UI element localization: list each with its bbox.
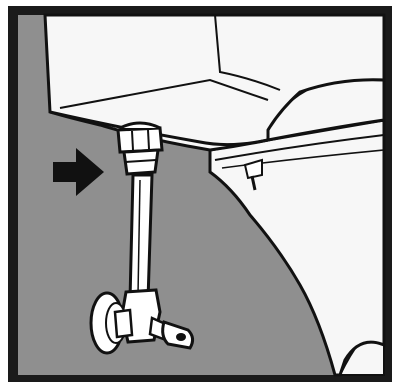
supply-tube	[130, 175, 152, 300]
nut-facet	[132, 131, 133, 150]
valve-inlet-nut	[115, 310, 132, 337]
coupling-nut	[118, 128, 162, 152]
handle-screw	[176, 333, 186, 341]
nut-facet-2	[148, 130, 149, 149]
